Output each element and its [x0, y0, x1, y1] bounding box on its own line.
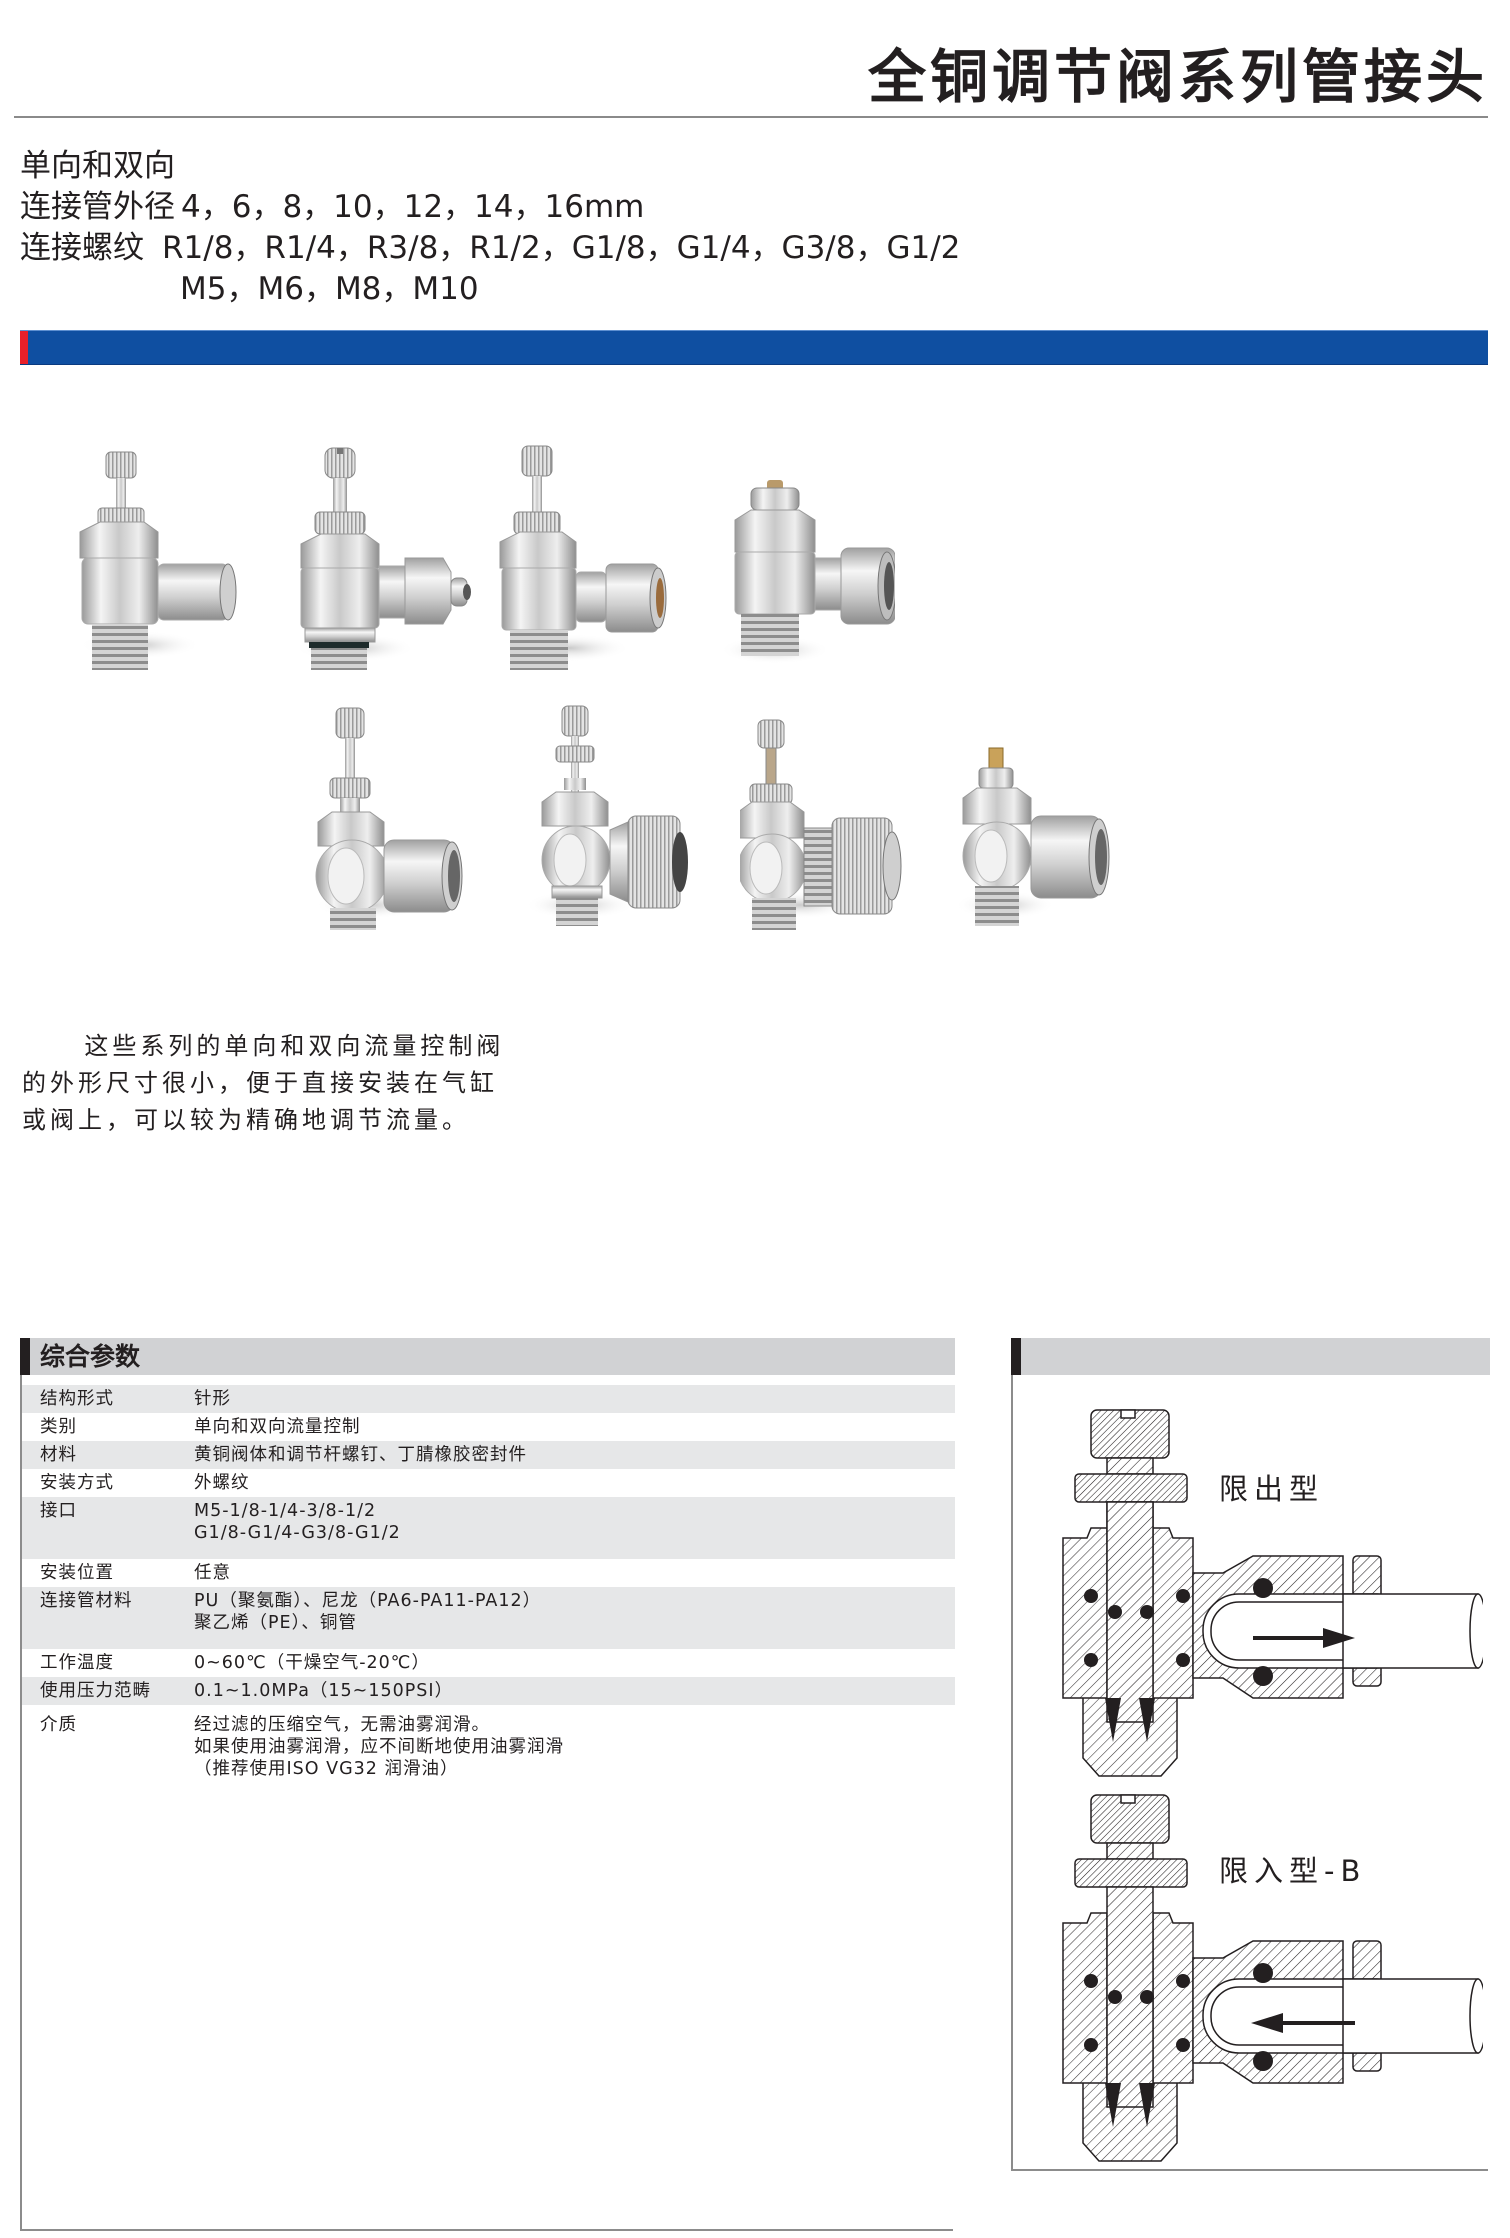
param-row: 安装位置 任意	[22, 1559, 955, 1587]
param-value: 0.1~1.0MPa（15~150PSI）	[194, 1681, 454, 1701]
param-row: 安装方式 外螺纹	[22, 1469, 955, 1497]
param-row: 介质 经过滤的压缩空气，无需油雾润滑。 如果使用油雾润滑，应不间断地使用油雾润滑 …	[22, 1705, 955, 1783]
product-image-7	[740, 700, 930, 930]
valve-section-meter-out	[1062, 1409, 1483, 1777]
title-divider	[14, 116, 1488, 118]
param-value: 经过滤的压缩空气，无需油雾润滑。 如果使用油雾润滑，应不间断地使用油雾润滑 （推…	[194, 1715, 564, 1779]
param-key: 连接管材料	[40, 1591, 133, 1611]
description-text: 这些系列的单向和双向流量控制阀的外形尺寸很小，便于直接安装在气缸或阀上，可以较为…	[22, 1032, 505, 1134]
param-key: 类别	[40, 1417, 77, 1437]
param-row: 材料 黄铜阀体和调节杆螺钉、丁腈橡胶密封件	[22, 1441, 955, 1469]
spec-direction: 单向和双向	[20, 148, 175, 184]
product-image-6	[520, 690, 700, 930]
product-image-8	[945, 720, 1125, 930]
diagram-header	[1011, 1338, 1490, 1375]
product-image-2	[275, 440, 475, 670]
params-header: 综合参数	[20, 1338, 955, 1375]
spec-tube-od-value: 4，6，8，10，12，14，16mm	[181, 189, 645, 225]
param-value: M5-1/8-1/4-3/8-1/2 G1/8-G1/4-G3/8-G1/2	[194, 1501, 401, 1543]
param-key: 安装方式	[40, 1473, 114, 1493]
label-meter-out: 限出型	[1219, 1472, 1325, 1506]
param-value: 0~60℃（干燥空气-20℃）	[194, 1653, 430, 1673]
product-image-5	[300, 690, 490, 930]
param-row: 结构形式 针形	[22, 1385, 955, 1413]
param-value: 外螺纹	[194, 1473, 250, 1493]
param-value: 黄铜阀体和调节杆螺钉、丁腈橡胶密封件	[194, 1445, 527, 1465]
param-value: PU（聚氨酯）、尼龙（PA6-PA11-PA12） 聚乙烯（PE）、铜管	[194, 1591, 542, 1633]
cross-section-panel: 限出型 限入型-B	[1011, 1338, 1490, 2171]
param-key: 结构形式	[40, 1389, 114, 1409]
product-image-3	[490, 440, 690, 670]
param-key: 接口	[40, 1501, 77, 1521]
valve-section-meter-in-b	[1062, 1794, 1483, 2162]
param-row: 使用压力范畴 0.1~1.0MPa（15~150PSI）	[22, 1677, 955, 1705]
param-key: 安装位置	[40, 1563, 114, 1583]
param-row: 接口 M5-1/8-1/4-3/8-1/2 G1/8-G1/4-G3/8-G1/2	[22, 1497, 955, 1559]
spec-tube-od-label: 连接管外径	[20, 189, 175, 225]
left-arrow-icon	[1251, 2013, 1355, 2033]
product-description: 这些系列的单向和双向流量控制阀的外形尺寸很小，便于直接安装在气缸或阀上，可以较为…	[22, 1028, 522, 1139]
spec-thread-value: R1/8，R1/4，R3/8，R1/2，G1/8，G1/4，G3/8，G1/2	[162, 230, 961, 266]
product-image-4	[715, 470, 895, 670]
spec-thread-label: 连接螺纹	[20, 230, 144, 266]
section-color-bar	[20, 330, 1488, 365]
product-image-1	[60, 440, 250, 670]
params-title: 综合参数	[40, 1342, 141, 1371]
header-accent-bar	[1011, 1338, 1021, 1375]
param-key: 使用压力范畴	[40, 1681, 151, 1701]
param-row: 工作温度 0~60℃（干燥空气-20℃）	[22, 1649, 955, 1677]
params-table: 结构形式针形 类别单向和双向流量控制 材料黄铜阀体和调节杆螺钉、丁腈橡胶密封件 …	[22, 1385, 955, 1783]
param-value: 针形	[194, 1389, 231, 1409]
page-title: 全铜调节阀系列管接头	[867, 43, 1488, 111]
red-accent	[20, 331, 28, 364]
param-key: 材料	[40, 1445, 77, 1465]
param-row: 连接管材料 PU（聚氨酯）、尼龙（PA6-PA11-PA12） 聚乙烯（PE）、铜…	[22, 1587, 955, 1649]
spec-thread: 连接螺纹 R1/8，R1/4，R3/8，R1/2，G1/8，G1/4，G3/8，G…	[20, 228, 960, 269]
param-value: 任意	[194, 1563, 231, 1583]
param-row: 类别 单向和双向流量控制	[22, 1413, 955, 1441]
spec-thread-metric: M5，M6，M8，M10	[180, 271, 479, 307]
param-key: 工作温度	[40, 1653, 114, 1673]
header-accent-bar	[20, 1338, 30, 1375]
right-arrow-icon	[1253, 1628, 1355, 1648]
param-key: 介质	[40, 1715, 77, 1735]
param-value: 单向和双向流量控制	[194, 1417, 361, 1437]
params-panel: 综合参数 结构形式 针形 类别 单向和双向流量控制 材料 黄铜阀体和调节杆螺钉、丁腈橡…	[20, 1338, 955, 2231]
label-meter-in-b: 限入型-B	[1219, 1854, 1367, 1888]
